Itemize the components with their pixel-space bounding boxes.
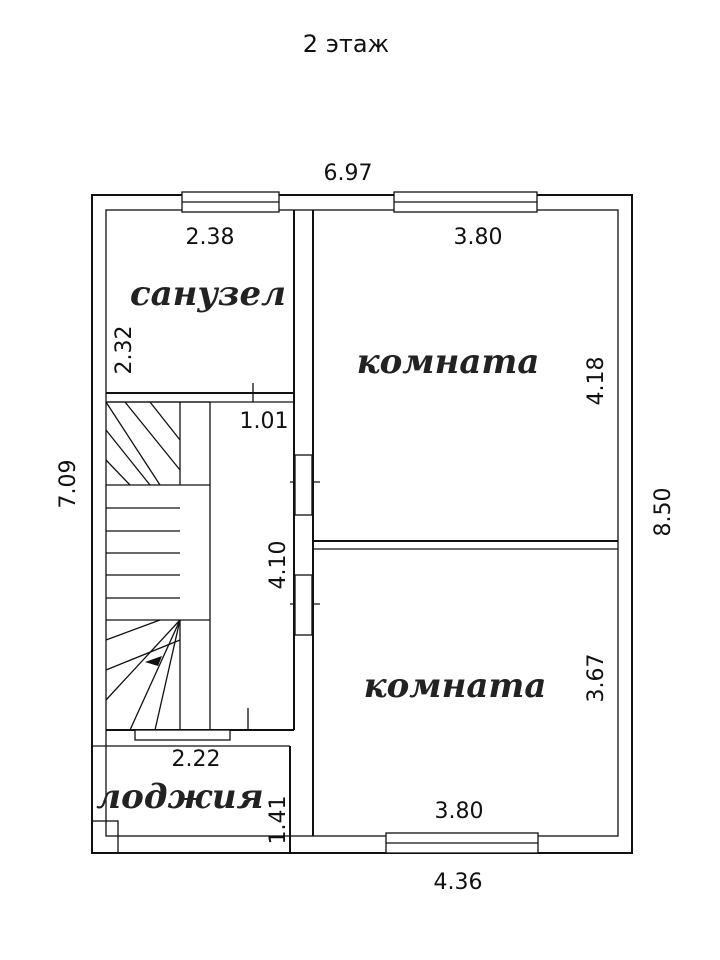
stair-arrow-icon [145,656,162,666]
dim-room-top-width: 3.80 [454,225,503,250]
room-label-bathroom: санузел [130,274,286,314]
dim-overall-width-bottom: 4.36 [434,870,483,895]
dim-loggia-width: 2.22 [172,747,221,772]
room-label-room-bottom: комната [364,666,547,706]
dim-hall-width: 1.01 [240,409,289,434]
bottom-window [385,832,539,854]
dim-hall-length: 4.10 [266,541,291,590]
dim-overall-height-left: 7.09 [56,460,81,509]
outer-walls [91,194,633,854]
dim-bathroom-width: 2.38 [186,225,235,250]
room-label-room-top: комната [357,342,540,382]
room-label-loggia: лоджия [96,777,263,817]
dim-loggia-depth: 1.41 [266,796,291,845]
floor-title: 2 этаж [303,30,389,58]
dim-room-bottom-height: 3.67 [584,654,609,703]
dim-room-bottom-width: 3.80 [435,799,484,824]
interior-walls [91,210,618,854]
top-windows [181,191,538,213]
dim-bathroom-height: 2.32 [112,326,137,375]
dim-overall-height-right: 8.50 [651,488,676,537]
dim-overall-width-top: 6.97 [324,161,373,186]
staircase [105,401,211,731]
dim-room-top-height: 4.18 [584,357,609,406]
